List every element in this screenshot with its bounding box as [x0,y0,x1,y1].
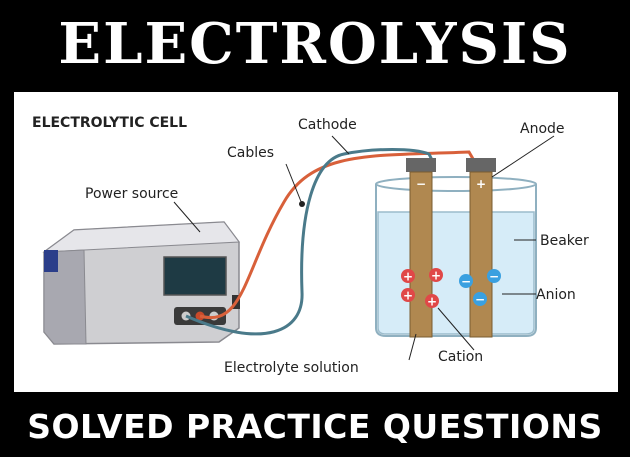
cation-sign: + [427,295,437,309]
footer-title: SOLVED PRACTICE QUESTIONS [27,407,603,446]
cation-sign: + [403,289,413,303]
electrolytic-cell-diagram: ELECTROLYTIC CELL [32,115,589,376]
cables-label: Cables [227,145,274,161]
diagram-heading: ELECTROLYTIC CELL [32,115,187,131]
cation-ion [425,294,439,308]
power-source-label: Power source [85,186,178,202]
cation-sign: + [403,270,413,284]
anion-ion [459,274,473,288]
anion-ion [473,292,487,306]
anode-sign: + [476,177,486,191]
beaker [375,176,537,337]
anion-sign: − [489,270,499,284]
power-source-device [42,221,240,345]
title-banner: ELECTROLYSIS [0,0,630,88]
footer-banner: SOLVED PRACTICE QUESTIONS [0,396,630,457]
anion-group: − − − [459,269,501,307]
cathode-electrode: − [406,158,436,338]
main-title: ELECTROLYSIS [58,11,572,77]
cation-ion [401,269,415,283]
cation-ion [401,288,415,302]
power-source-blue-panel [44,250,58,272]
cation-group: + + + + [401,268,443,309]
positive-cable [199,150,478,320]
cation-label: Cation [438,349,483,365]
cation-sign: + [431,269,441,283]
cathode-label: Cathode [298,117,357,133]
cathode-sign: − [416,177,426,191]
electrolyte-solution-fill [377,211,535,335]
anion-sign: − [461,275,471,289]
anion-ion [487,269,501,283]
anode-electrode: + [466,158,496,338]
cation-ion [429,268,443,282]
callout-lines [173,135,555,361]
diagram-panel: ELECTROLYTIC CELL [14,92,618,392]
anion-label: Anion [536,287,576,303]
electrolyte-solution-label: Electrolyte solution [224,360,359,376]
negative-cable [185,148,436,336]
cables-callout-dot [299,201,305,207]
beaker-label: Beaker [540,233,589,249]
power-source-display [163,256,227,296]
anode-label: Anode [520,121,565,137]
anion-sign: − [475,293,485,307]
